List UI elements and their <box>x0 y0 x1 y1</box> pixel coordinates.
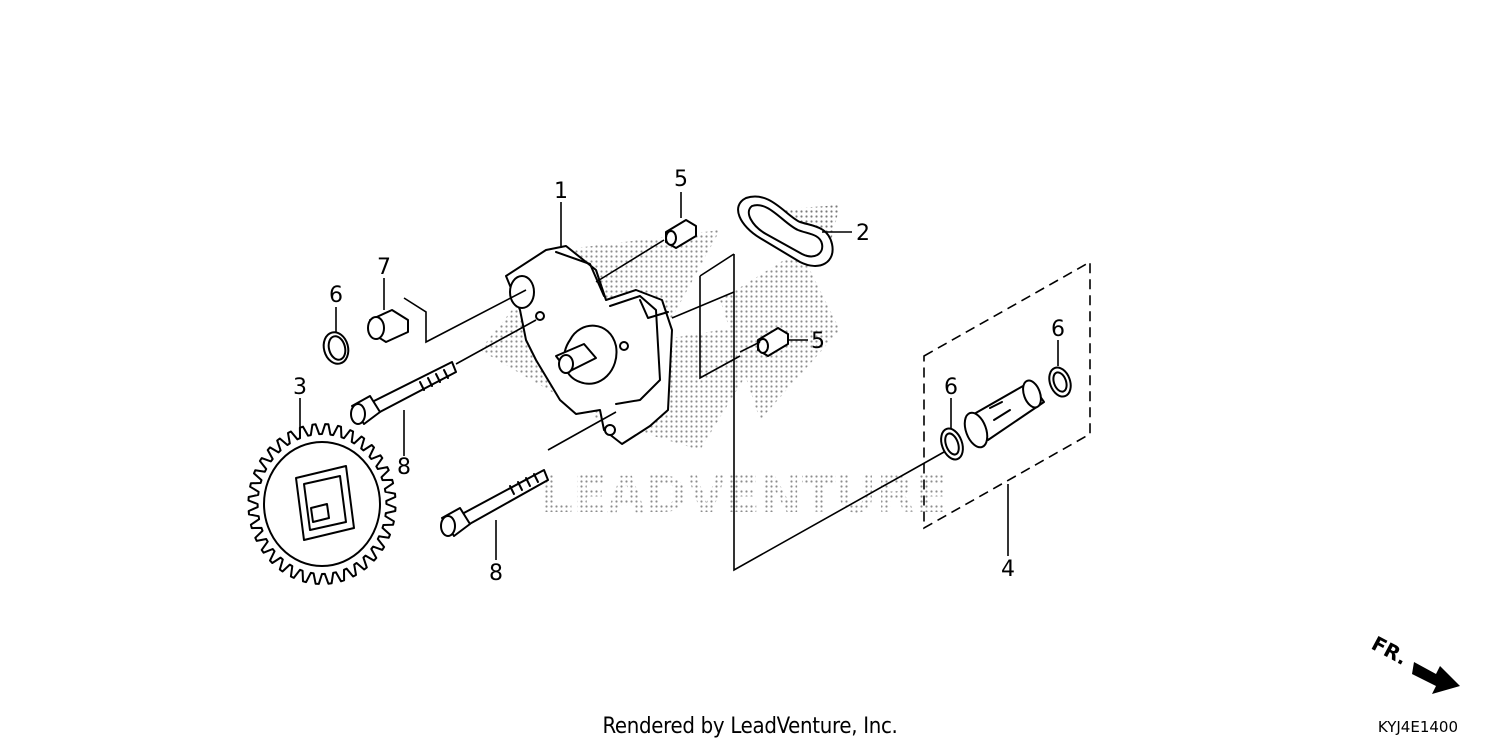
callout-labels: 1 2 3 4 5 5 6 6 6 7 8 8 <box>293 167 1065 586</box>
watermark-text: LEADVENTURE <box>541 466 949 524</box>
collar-part[interactable] <box>367 309 409 343</box>
direction-label: FR. <box>1368 631 1412 670</box>
footer-credit: Rendered by LeadVenture, Inc. <box>602 714 898 739</box>
callout-8-upper[interactable]: 8 <box>397 455 411 480</box>
callout-7[interactable]: 7 <box>377 255 391 280</box>
pump-body-part[interactable] <box>505 245 673 445</box>
callout-3[interactable]: 3 <box>293 375 307 400</box>
callout-4[interactable]: 4 <box>1001 557 1015 582</box>
callout-1[interactable]: 1 <box>554 179 568 204</box>
callout-8-lower[interactable]: 8 <box>489 561 503 586</box>
dowel-pin-right-part[interactable] <box>757 327 789 357</box>
diagram-code: KYJ4E1400 <box>1377 718 1458 736</box>
callout-5-top[interactable]: 5 <box>674 167 688 192</box>
strainer-gasket-part[interactable] <box>737 195 834 267</box>
front-arrow-icon <box>1412 662 1460 694</box>
dowel-pin-top-part[interactable] <box>665 219 697 249</box>
callout-6-valve-left[interactable]: 6 <box>944 375 958 400</box>
assembly-guide-lines <box>403 239 945 572</box>
o-ring-left-part[interactable] <box>320 329 351 366</box>
callout-6-left[interactable]: 6 <box>329 283 343 308</box>
callout-6-valve-right[interactable]: 6 <box>1051 317 1065 342</box>
relief-valve-set-part[interactable] <box>923 260 1091 530</box>
callout-5-right[interactable]: 5 <box>811 329 825 354</box>
callout-2[interactable]: 2 <box>856 221 870 246</box>
front-direction-indicator: FR. <box>1368 631 1460 694</box>
driven-gear-part[interactable] <box>247 423 397 585</box>
callout-leaders <box>299 192 1059 560</box>
bolt-lower-part[interactable] <box>440 469 549 537</box>
bolt-upper-part[interactable] <box>350 361 457 425</box>
